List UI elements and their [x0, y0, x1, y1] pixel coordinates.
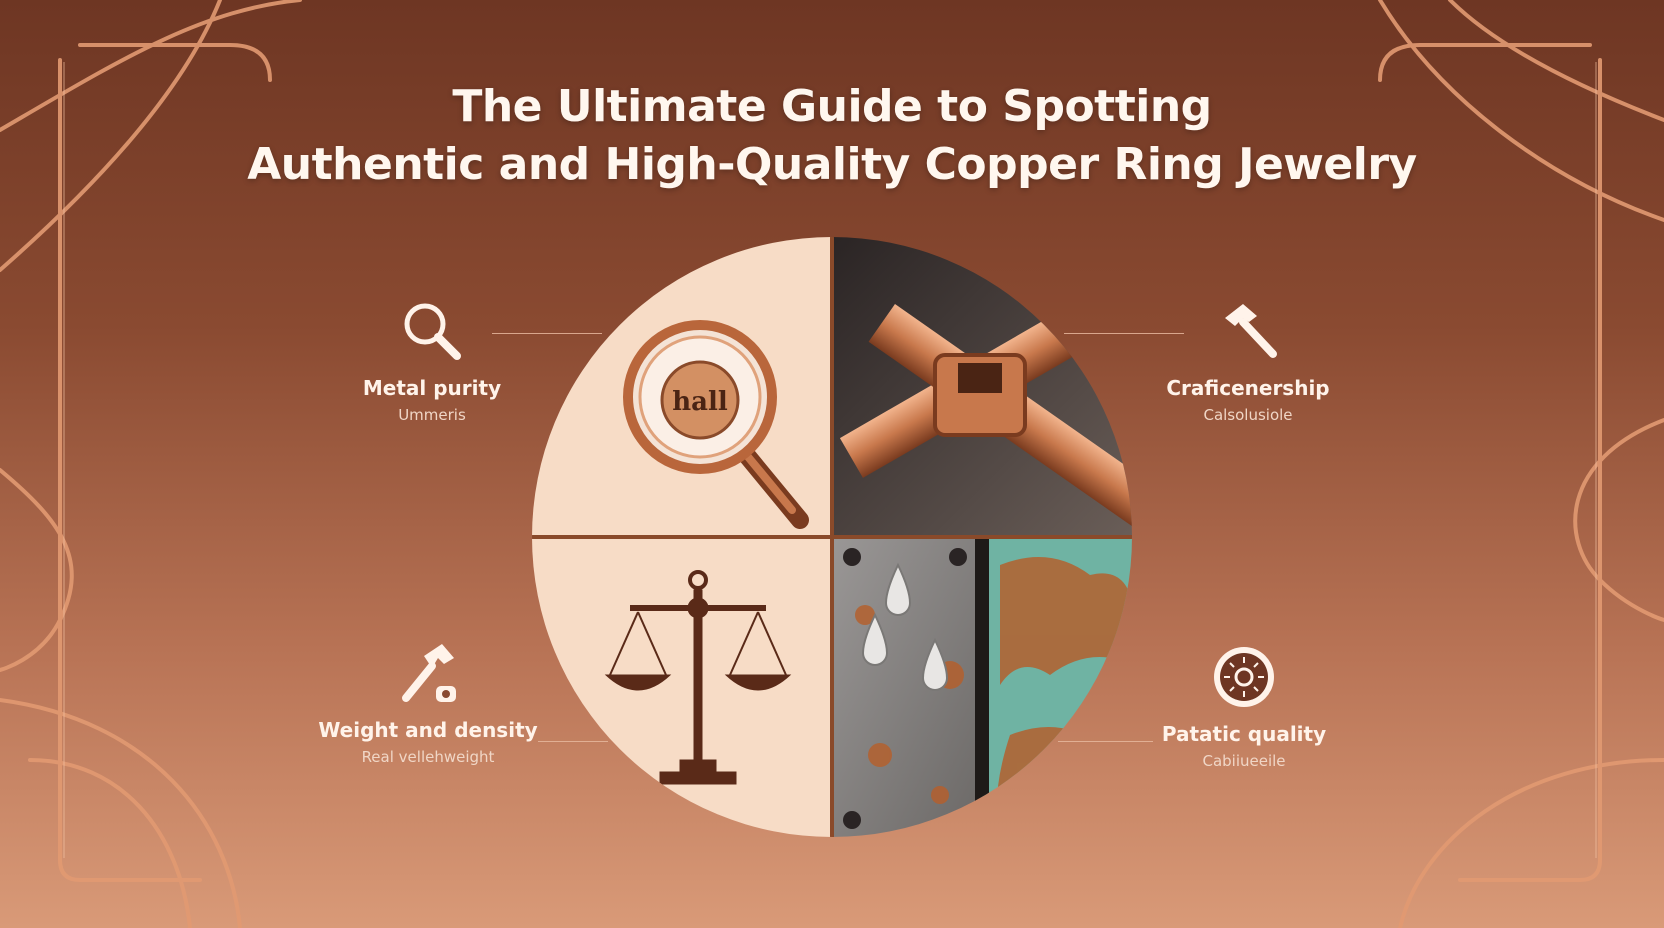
magnifying-glass-icon	[404, 303, 461, 360]
feature-label: Metal purity	[362, 376, 502, 400]
feature-subtitle: Calsolusiole	[1203, 406, 1293, 424]
connector-top-right	[1064, 333, 1184, 334]
quadrant-circle: hall	[530, 235, 1134, 839]
quadrant-craftsmanship	[832, 237, 1132, 537]
hallmark-stamp-text: hall	[672, 387, 728, 417]
feature-craftsmanship: Craficenership Calsolusiole	[1118, 296, 1378, 424]
quadrant-hallmark: hall	[532, 237, 832, 537]
feature-label: Weight and density	[318, 718, 538, 742]
title-line-1: The Ultimate Guide to Spotting	[452, 81, 1212, 132]
feature-label: Patatic quality	[1161, 722, 1327, 746]
connector-bottom-left	[538, 741, 608, 742]
feature-subtitle: Ummeris	[398, 406, 466, 424]
feature-label: Craficenership	[1166, 376, 1330, 400]
feature-patina-quality: Patatic quality Cabiiueeile	[1114, 642, 1374, 770]
page-title: The Ultimate Guide to Spotting Authentic…	[0, 78, 1664, 194]
title-line-2: Authentic and High-Quality Copper Ring J…	[247, 139, 1417, 190]
hammer-icon	[1225, 304, 1277, 358]
quadrant-scale	[532, 537, 832, 837]
hammer-weight-icon	[402, 644, 456, 702]
feature-subtitle: Cabiiueeile	[1202, 752, 1286, 770]
feature-weight-density: Weight and density Real vellehweight	[298, 638, 558, 766]
quadrant-patina	[832, 537, 1132, 837]
connector-bottom-right	[1058, 741, 1153, 742]
dial-icon	[1214, 647, 1274, 707]
connector-top-left	[492, 333, 602, 334]
feature-subtitle: Real vellehweight	[361, 748, 495, 766]
feature-metal-purity: Metal purity Ummeris	[302, 296, 562, 424]
